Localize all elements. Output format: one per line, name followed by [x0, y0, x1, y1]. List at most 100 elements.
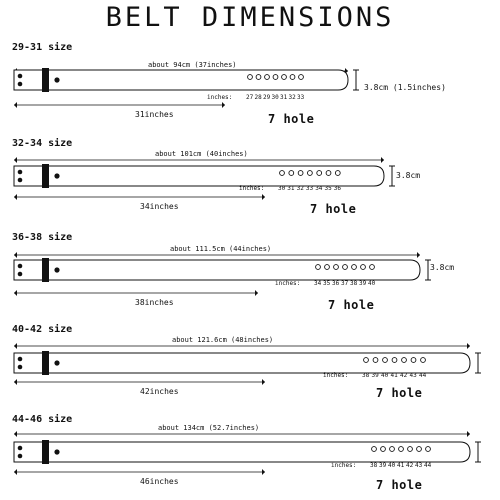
hole-size-label: 30: [278, 185, 286, 192]
hole-size-label: 38: [370, 462, 378, 469]
hole-icon: [372, 357, 379, 363]
hole-icon: [420, 357, 426, 363]
hole-size-label: 44: [419, 372, 427, 379]
hole-size-label: 41: [397, 462, 405, 469]
hole-size-label: 43: [409, 372, 417, 379]
arrow-head-icon: [14, 194, 17, 200]
width-label: 3.8cm: [396, 171, 421, 180]
arrow-head-icon: [14, 469, 17, 475]
hole-icon: [360, 264, 366, 270]
hole-icon: [371, 446, 377, 452]
rivet-icon: [17, 445, 23, 451]
arrow-head-icon: [222, 102, 225, 108]
page-title: BELT DIMENSIONS: [105, 2, 395, 33]
rivet-icon: [54, 77, 60, 83]
buckle-icon: [42, 351, 49, 375]
rivet-icon: [17, 73, 23, 79]
arrow-head-icon: [14, 157, 17, 163]
hole-size-label: 36: [333, 185, 342, 192]
hole-size-label: 33: [297, 94, 305, 101]
hole-icon: [324, 264, 330, 270]
hole-size-label: 40: [381, 372, 389, 379]
hole-count-label: 7 hole: [310, 202, 357, 216]
total-length-label: about 94cm (37inches): [148, 61, 237, 69]
hole-icon: [315, 264, 321, 270]
arrow-head-icon: [262, 469, 265, 475]
hole-size-label: 34: [315, 185, 323, 192]
hole-icon: [382, 357, 388, 363]
hole-size-label: 31: [287, 185, 295, 192]
hole-icon: [281, 74, 287, 80]
hole-size-label: 39: [371, 372, 379, 379]
hole-icon: [288, 170, 295, 176]
inch-length-label: 38inches: [135, 298, 174, 307]
hole-size-label: 44: [424, 462, 432, 469]
hole-icon: [334, 170, 341, 176]
total-length-label: about 134cm (52.7inches): [158, 424, 260, 432]
rivet-icon: [17, 263, 23, 269]
hole-size-label: 35: [323, 280, 331, 287]
hole-count-label: 7 hole: [376, 478, 423, 492]
rivet-icon: [17, 81, 23, 87]
belt-size-label: 40-42 size: [12, 324, 73, 335]
arrow-head-icon: [14, 343, 17, 349]
hole-count-label: 7 hole: [268, 112, 315, 126]
hole-icon: [407, 446, 413, 452]
hole-icon: [401, 357, 407, 363]
hole-icon: [316, 170, 323, 176]
hole-size-label: 39: [359, 280, 367, 287]
belt-size-label: 36-38 size: [12, 232, 73, 243]
hole-size-label: 27: [246, 94, 254, 101]
hole-icon: [272, 74, 279, 80]
total-length-label: about 121.6cm (48inches): [172, 336, 274, 344]
hole-icon: [398, 446, 404, 452]
hole-size-label: 42: [406, 462, 414, 469]
hole-icon: [391, 357, 398, 363]
hole-size-label: 41: [390, 372, 398, 379]
inch-length-label: 42inches: [140, 387, 179, 396]
width-label: 3.8cm: [430, 263, 455, 272]
hole-icon: [255, 74, 262, 80]
hole-icon: [410, 357, 417, 363]
buckle-icon: [42, 68, 49, 92]
buckle-icon: [42, 164, 49, 188]
hole-size-label: 38: [362, 372, 370, 379]
hole-icon: [425, 446, 431, 452]
hole-icon: [389, 446, 395, 452]
hole-size-label: 43: [415, 462, 423, 469]
inch-length-label: 31inches: [135, 110, 174, 119]
belt-size-label: 44-46 size: [12, 414, 73, 425]
rivet-icon: [17, 364, 23, 370]
rivet-icon: [17, 177, 23, 183]
arrow-head-icon: [381, 157, 384, 163]
hole-size-label: 32: [296, 185, 304, 192]
rivet-icon: [17, 356, 23, 362]
total-length-label: about 111.5cm (44inches): [170, 245, 272, 253]
total-length-label: about 101cm (40inches): [155, 150, 248, 158]
arrow-head-icon: [467, 343, 470, 349]
inches-prefix-label: inches:: [275, 280, 301, 287]
hole-count-label: 7 hole: [376, 386, 423, 400]
arrow-head-icon: [262, 379, 265, 385]
hole-size-label: 40: [368, 280, 376, 287]
rivet-icon: [54, 449, 60, 455]
hole-size-label: 37: [341, 280, 349, 287]
hole-icon: [264, 74, 270, 80]
hole-icon: [289, 74, 296, 80]
hole-icon: [363, 357, 369, 363]
rivet-icon: [17, 169, 23, 175]
buckle-icon: [42, 440, 49, 464]
belt-strap: [13, 352, 471, 374]
arrow-head-icon: [417, 252, 420, 258]
inch-length-label: 46inches: [140, 477, 179, 486]
hole-size-label: 39: [379, 462, 387, 469]
inches-prefix-label: inches:: [323, 372, 349, 379]
hole-size-label: 33: [305, 185, 314, 192]
hole-size-label: 35: [324, 185, 332, 192]
belt-size-label: 29-31 size: [12, 42, 73, 53]
hole-icon: [297, 170, 304, 176]
arrow-head-icon: [14, 252, 17, 258]
hole-count-label: 7 hole: [328, 298, 375, 312]
